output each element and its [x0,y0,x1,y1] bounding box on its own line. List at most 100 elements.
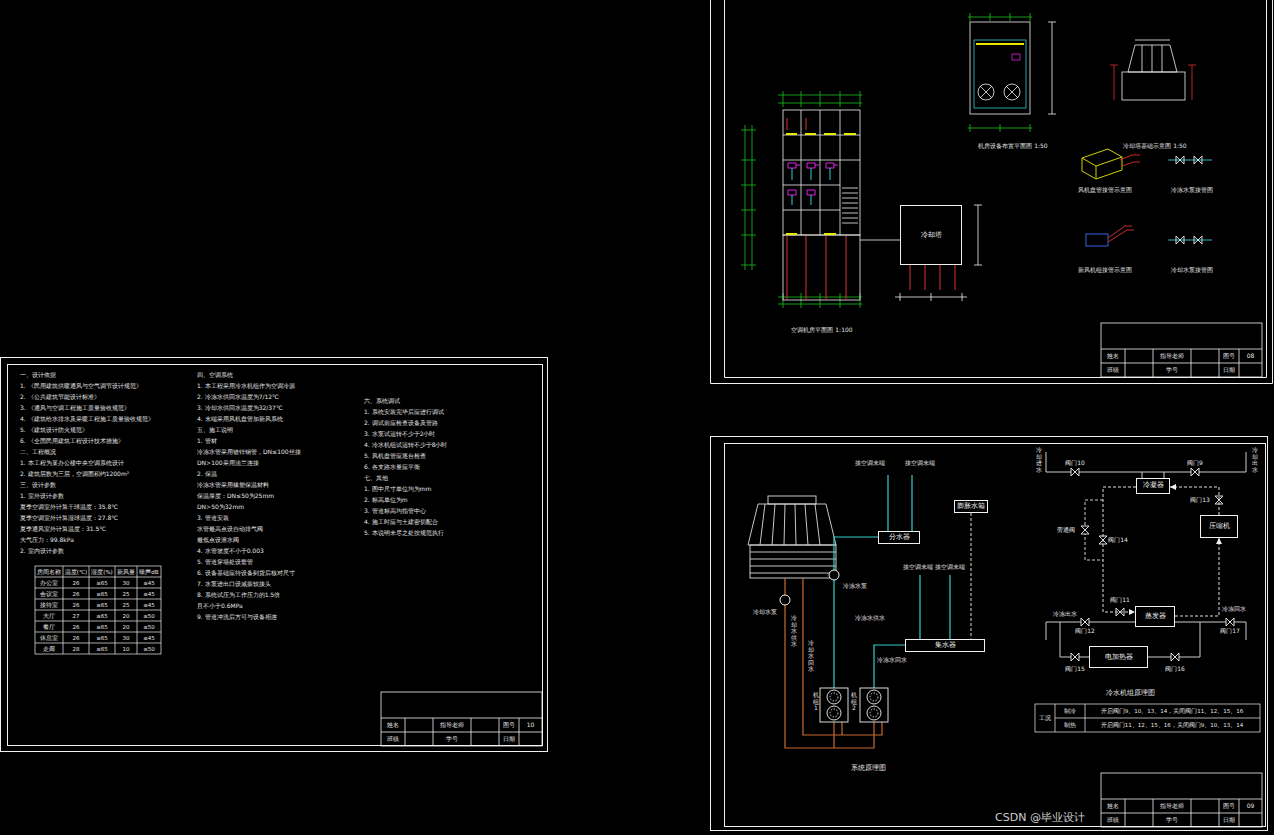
cooling-tower [768,496,816,504]
vertical-label: 冷却水回水 [808,640,814,673]
drawing-label: 20 [123,612,130,618]
drawing-label: DN>100采用法兰连接 [197,460,259,467]
drawing-label: 2. 标高单位为m [364,497,407,504]
equipment-box: 分水器 [878,531,920,544]
drawing-label: 湿度(%) [91,568,113,574]
drawing-label: 餐厅 [43,623,55,629]
valve-table [1055,704,1260,732]
equipment-box: 冷却塔 [900,205,962,265]
drawing-label: 25 [123,601,130,607]
drawing-label: 噪声dB [139,568,158,574]
drawing-label: 阀门10 [1065,460,1085,467]
drawing-label: 30 [123,579,130,585]
drawing-label: 3. 《通风与空调工程施工质量验收规范》 [20,405,130,412]
drawing-label: 夏季通风室外计算温度：31.5℃ [20,526,106,533]
drawing-label: 5. 本说明未尽之处按规范执行 [364,530,444,537]
sheet-border [8,365,543,746]
drawing-label: 1. 图中尺寸单位均为mm [364,486,431,493]
sheet-border [711,437,1268,831]
drawing-label: 旁通阀 [1057,527,1075,534]
drawing-label: 五、施工说明 [197,427,233,434]
drawing-label: DN>50为32mm [197,504,244,511]
drawing-label: 阀门15 [1065,666,1085,673]
cooling-tower [748,504,836,545]
equipment-room-plan [1012,54,1020,60]
drawing-label: 姓名 [1107,353,1119,360]
drawing-label: 学号 [1166,367,1178,374]
drawing-label: 新风机组接管示意图 [1078,267,1132,274]
drawing-label: ≤50 [143,612,155,618]
piping-sketch [1168,240,1212,241]
equipment-box: 冷凝器 [1136,478,1170,494]
drawing-label: 2. 冷冻水供回水温度为7/12℃ [197,394,279,401]
drawing-label: 夏季空调室外计算干球温度：35.8℃ [20,504,118,511]
drawing-label: ≤45 [143,579,155,585]
floor-plan [860,240,900,241]
drawing-label: ≤50 [143,645,155,651]
riser-pipe [910,265,955,290]
drawing-label: 指导老师 [1160,803,1184,810]
drawing-label: 制冷 [1064,708,1076,715]
drawing-label: 指导老师 [1160,353,1184,360]
chiller-unit [830,709,838,717]
chiller-unit [870,693,878,701]
pump-symbol [780,595,790,605]
drawing-label: ≤45 [143,601,155,607]
chiller-unit [867,690,881,704]
drawing-label: 26 [73,634,80,640]
drawing-label: ≤65 [96,590,108,596]
drawing-label: 班级 [1107,367,1119,374]
drawing-label: 且不小于0.6MPa [197,603,243,610]
chiller-unit [830,693,838,701]
drawing-label: 学号 [446,736,458,743]
drawing-label: 七、其他 [364,475,388,482]
equipment-box: 蒸发器 [1135,606,1175,627]
sheet-border [725,0,1267,378]
drawing-label: 四、空调系统 [197,372,233,379]
piping-sketch [1168,160,1212,161]
drawing-label: 09 [1247,803,1255,810]
equipment-box: 膨胀水箱 [954,500,988,513]
drawing-label: ≤65 [96,645,108,651]
refrigerant-line [1170,487,1219,515]
piping-sketch [1176,156,1202,164]
drawing-label: 一、设计依据 [20,372,56,379]
drawing-label: 5. 《建筑设计防火规范》 [20,427,88,434]
vertical-label: 冷却水供水 [791,615,797,648]
parameter-table [35,566,161,654]
drawing-label: 冷冻水供水 [855,615,885,622]
equipment-name: 冷却塔 [921,231,942,239]
drawing-label: 接待室 [40,601,58,607]
dimension-line [741,13,1032,308]
drawing-label: 冷冻水管采用橡塑保温材料 [197,482,269,489]
drawing-label: 冷却水泵接管图 [1171,267,1213,274]
valve-symbol [1226,618,1234,626]
equipment-room-plan [970,22,1030,114]
drawing-label: 夏季空调室外计算湿球温度：27.8℃ [20,515,118,522]
vertical-label: 冷却出水 [1252,447,1258,473]
dimension-line [778,91,862,107]
drawing-label: ≤45 [143,634,155,640]
vertical-label: 机组2 [851,692,857,712]
drawing-label: 接空调末端 [935,564,965,571]
drawing-label: 图号 [1223,353,1235,360]
valve-symbol [1081,618,1089,626]
drawing-label: 阀门11 [1110,597,1130,604]
drawing-label: 26 [73,623,80,629]
drawing-label: 3. 管道安装 [197,515,229,522]
chiller-unit [860,688,888,722]
chiller-water-pipe [1046,452,1246,657]
sheet-border [711,0,1273,384]
cooling-water-pipe [785,578,874,748]
title-block [381,692,542,746]
drawing-label: 制热 [1064,722,1076,729]
floor-plan [783,235,860,300]
floor-plan [974,205,982,265]
tower-elevation [1110,40,1196,100]
drawing-label: 新风量 [117,568,135,574]
drawing-label: 8. 系统试压为工作压力的1.5倍 [197,592,280,599]
chiller-unit [820,688,888,722]
drawing-label: 冷却塔基础示意图 1:50 [1123,143,1186,150]
drawing-label: 走廊 [43,645,55,651]
drawing-label: 阀门13 [1190,497,1210,504]
